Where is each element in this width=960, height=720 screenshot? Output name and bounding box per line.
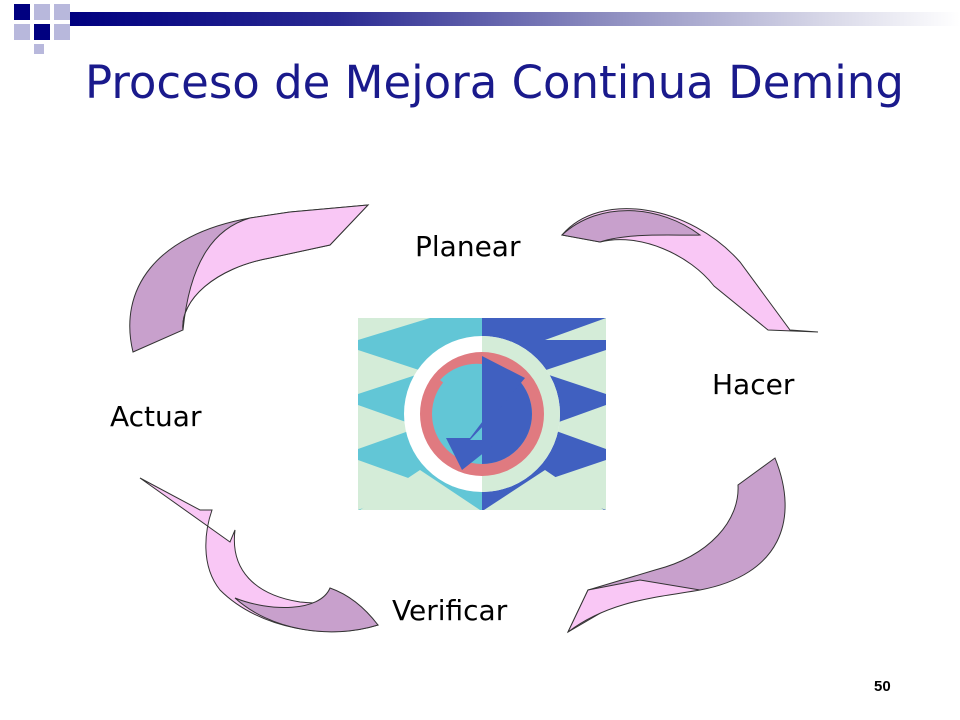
curved-arrow-icon-plan-to-do <box>560 208 819 333</box>
header-square-2 <box>34 4 50 20</box>
refresh-cycle-icon <box>358 318 606 510</box>
header-square-5 <box>34 24 50 40</box>
header-bar <box>70 12 960 26</box>
curved-arrow-icon-act-to-plan <box>129 204 370 353</box>
header-square-3 <box>54 4 70 20</box>
step-label-check: Verificar <box>392 594 508 627</box>
step-label-do: Hacer <box>712 368 795 401</box>
page-number: 50 <box>874 678 891 695</box>
step-label-act: Actuar <box>110 400 202 433</box>
slide-title: Proceso de Mejora Continua Deming <box>85 56 904 109</box>
header-square-7 <box>34 44 44 54</box>
header-square-4 <box>14 24 30 40</box>
header-square-6 <box>54 24 70 40</box>
curved-arrow-icon-check-to-act <box>139 477 379 633</box>
step-label-plan: Planear <box>415 230 521 263</box>
curved-arrow-icon-do-to-check <box>566 457 786 634</box>
header-square-1 <box>14 4 30 20</box>
